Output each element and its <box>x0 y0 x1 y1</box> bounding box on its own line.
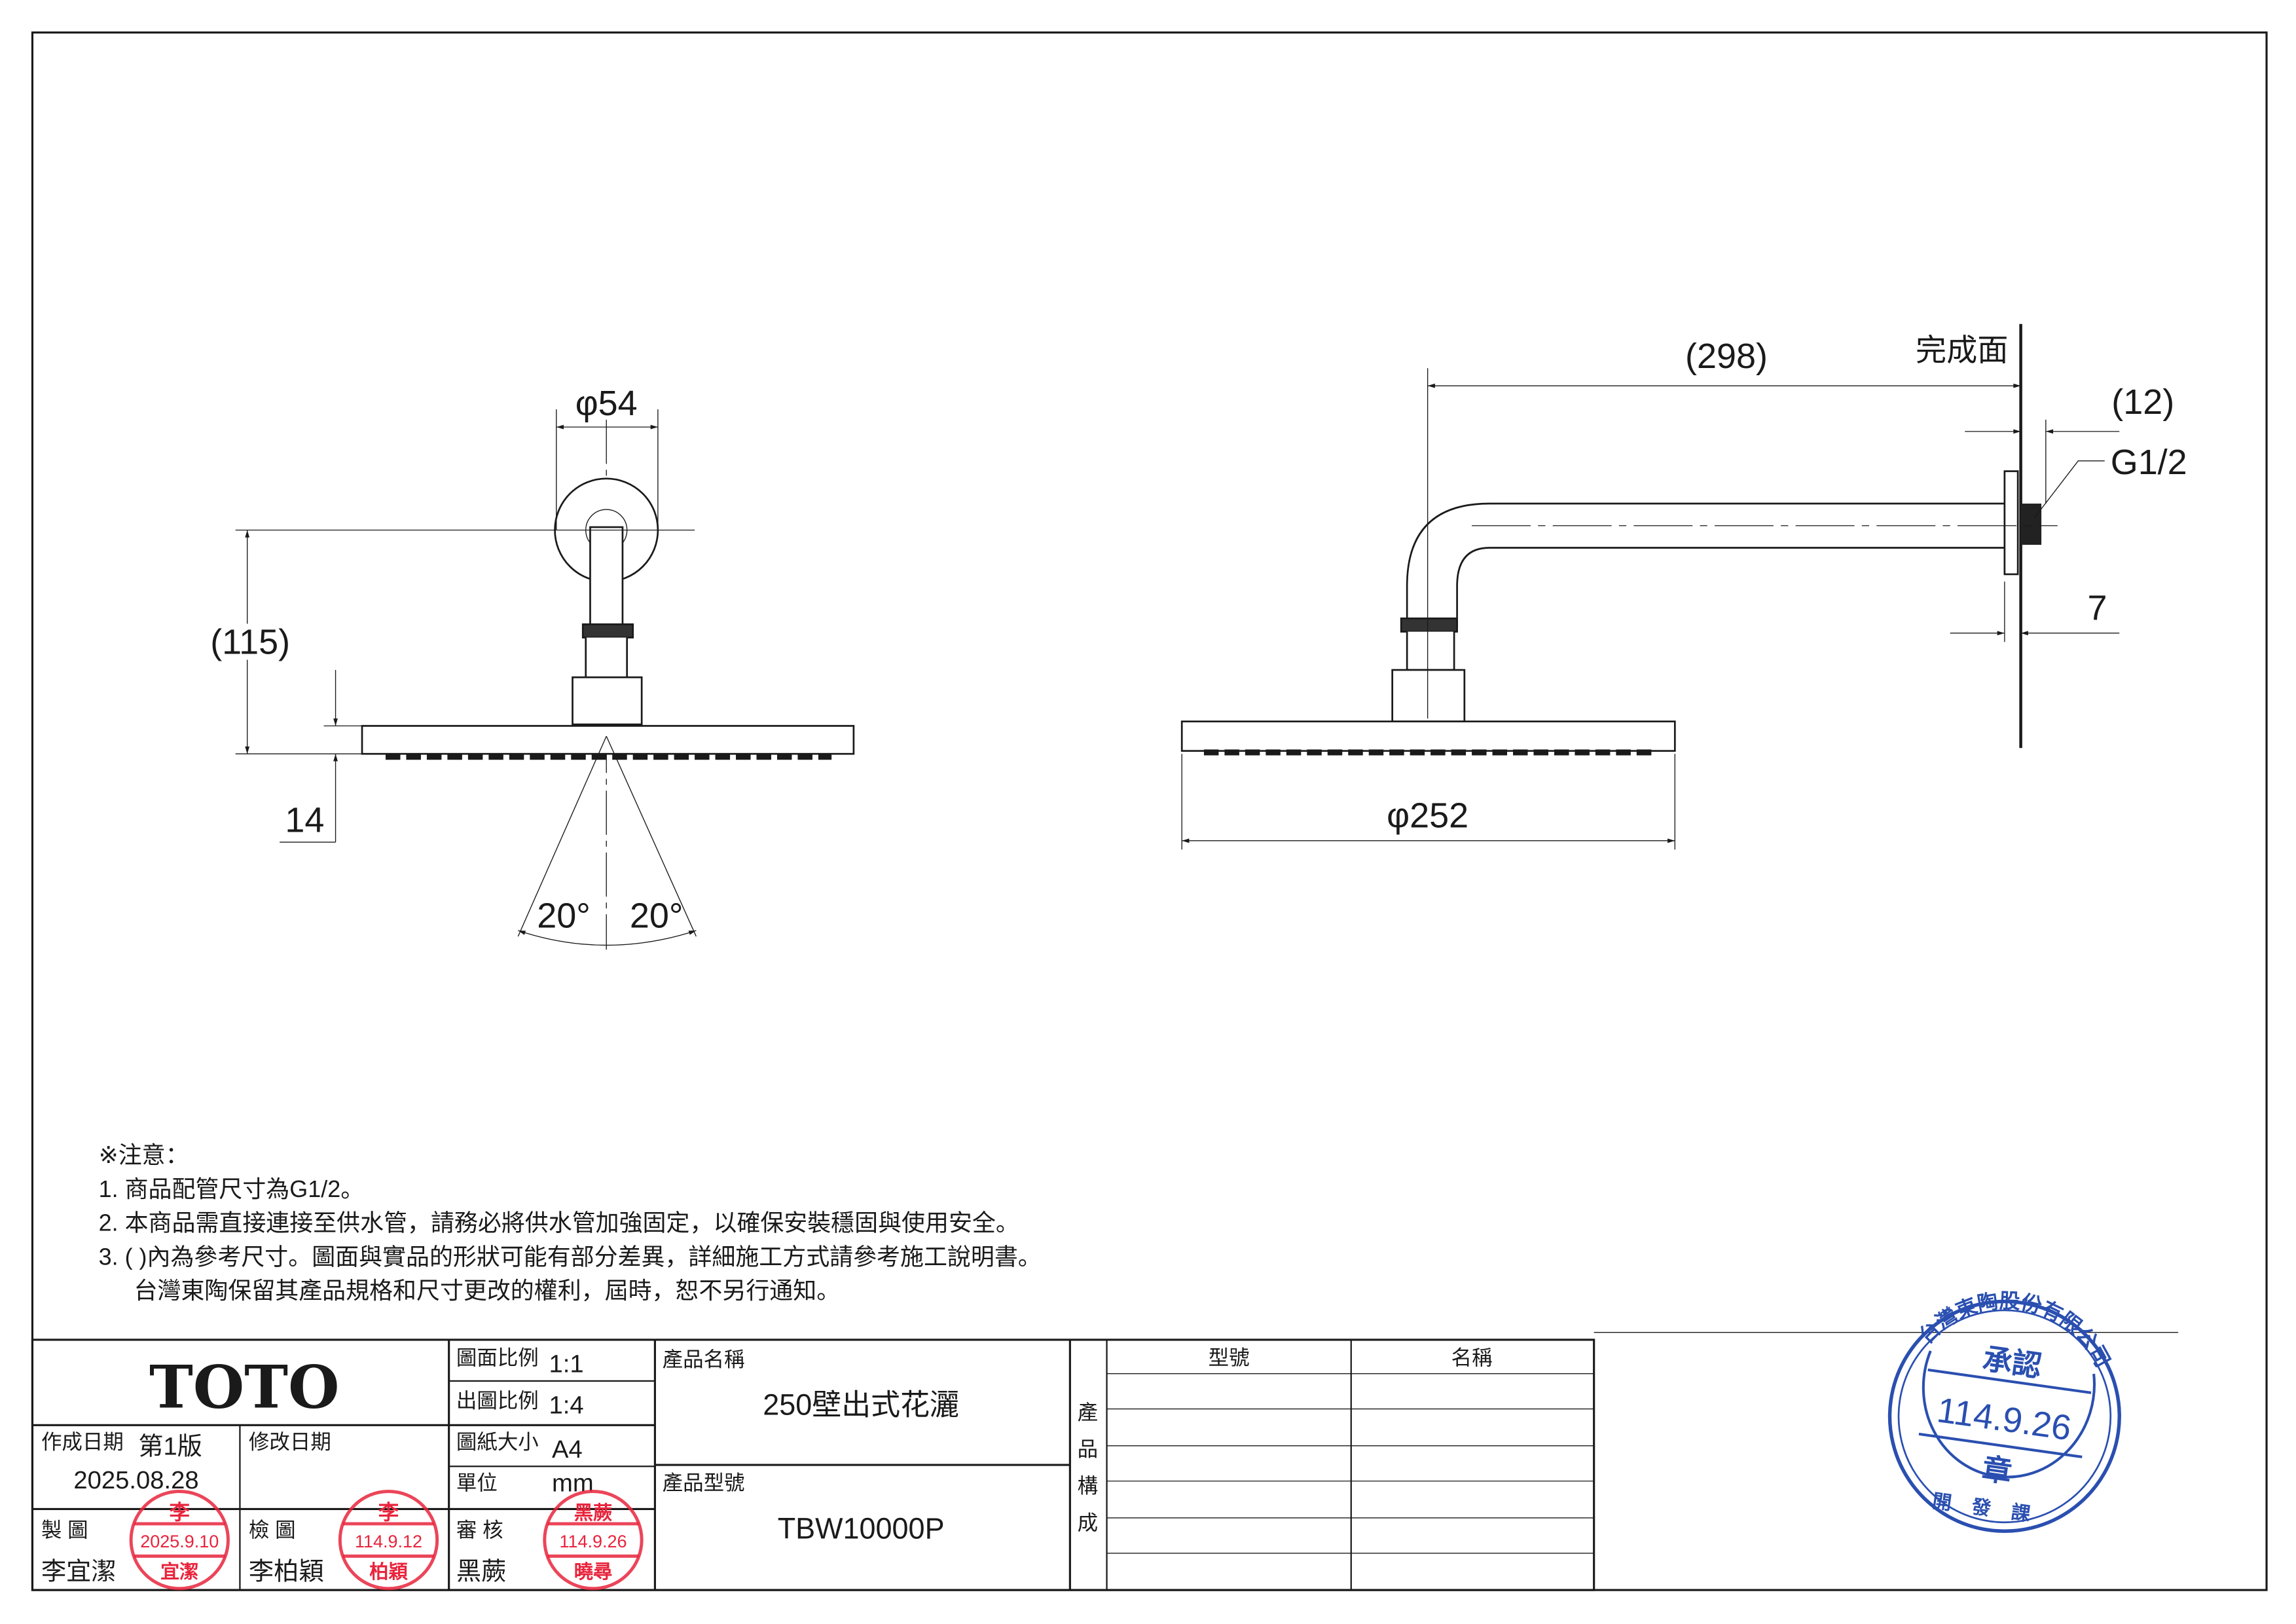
stamp-reviewed-date: 114.9.26 <box>559 1532 627 1551</box>
checked-by: 李柏穎 <box>249 1557 324 1585</box>
note-1: 1. 商品配管尺寸為G1/2。 <box>99 1175 365 1202</box>
stamp-drawn-name: 宜潔 <box>160 1560 198 1583</box>
paper-size-label: 圖紙大小 <box>456 1430 539 1453</box>
flange <box>2003 470 2019 576</box>
dim-front-height: (115) <box>210 622 290 661</box>
version: 第1版 <box>138 1432 202 1460</box>
print-scale-label: 出圖比例 <box>456 1389 539 1412</box>
note-rights: 台灣東陶保留其產品規格和尺寸更改的權利，屆時，恕不另行通知。 <box>134 1277 841 1304</box>
sheet-border <box>31 31 2268 1591</box>
stamp-drawn-surname: 李 <box>170 1501 191 1524</box>
notes: ※注意： 1. 商品配管尺寸為G1/2。 2. 本商品需直接連接至供水管，請務必… <box>99 1141 1042 1304</box>
stamp-approval-footer: 開發課 <box>1931 1490 2052 1528</box>
finish-surface-label: 完成面 <box>1916 333 2009 368</box>
product-name: 250壁出式花灑 <box>763 1388 959 1422</box>
stamp-checked-surname: 李 <box>378 1501 399 1524</box>
dim-flange-offset: 7 <box>2088 589 2107 628</box>
notes-title: ※注意： <box>99 1141 189 1168</box>
stamp-checked: 李 114.9.12 柏穎 <box>338 1490 439 1591</box>
stamp-approval-top: 承認 <box>1980 1342 2043 1383</box>
paper-size: A4 <box>552 1435 583 1464</box>
composition-label-3: 構 <box>1078 1475 1098 1498</box>
unit-label: 單位 <box>456 1471 498 1494</box>
stamp-checked-date: 114.9.12 <box>355 1532 422 1551</box>
created-date-label: 作成日期 <box>41 1430 124 1453</box>
stamp-reviewed-surname: 黑蕨 <box>574 1502 612 1524</box>
dim-head-thickness: 14 <box>285 800 324 840</box>
dim-spray-angle-right: 20° <box>630 896 683 935</box>
dim-arm-length: (298) <box>1685 337 1768 376</box>
shower-head-plate-side <box>1180 720 1676 752</box>
dim-escutcheon-dia: φ54 <box>575 384 638 423</box>
product-model: TBW10000P <box>778 1511 945 1545</box>
reviewed-by: 黑蕨 <box>456 1557 506 1585</box>
connector <box>572 676 643 726</box>
shower-arm <box>589 526 624 627</box>
front-view: φ54 (115) 14 20° 20° <box>204 384 855 950</box>
dim-thread-length: (12) <box>2111 382 2174 422</box>
created-date: 2025.08.28 <box>73 1466 198 1494</box>
composition-label-4: 成 <box>1078 1511 1098 1534</box>
toto-logo: TOTO <box>149 1353 339 1422</box>
dim-thread-size: G1/2 <box>2111 443 2187 482</box>
drawing-scale: 1:1 <box>549 1350 584 1378</box>
stamp-approval: 台灣東陶股份有限公司 承認 114.9.26 章 開發課 <box>1887 1276 2123 1533</box>
composition-header-model: 型號 <box>1209 1346 1250 1369</box>
revised-date-label: 修改日期 <box>249 1430 331 1453</box>
drawn-label: 製 圖 <box>41 1519 88 1541</box>
stamp-reviewed-name: 曉尋 <box>574 1561 612 1583</box>
note-3: 3. ( )內為參考尺寸。圖面與實品的形狀可能有部分差異，詳細施工方式請參考施工… <box>99 1243 1042 1270</box>
title-block: TOTO 圖面比例 1:1 出圖比例 1:4 圖紙大小 A4 單位 mm 作成日… <box>31 1338 1595 1591</box>
product-model-label: 產品型號 <box>663 1471 745 1494</box>
stamp-drawn-date: 2025.9.10 <box>140 1532 219 1551</box>
checked-label: 檢 圖 <box>249 1519 296 1541</box>
ball-joint-nut <box>581 623 634 638</box>
stamp-approval-bottom: 章 <box>1980 1452 2014 1489</box>
print-scale: 1:4 <box>549 1391 584 1419</box>
composition-header-name: 名稱 <box>1451 1346 1493 1369</box>
composition-label-1: 產 <box>1078 1401 1098 1424</box>
shower-arm-side <box>1406 502 2006 627</box>
drawn-by: 李宜潔 <box>41 1557 117 1585</box>
dim-spray-angle-left: 20° <box>537 896 591 935</box>
product-name-label: 產品名稱 <box>663 1348 745 1371</box>
drawing-scale-label: 圖面比例 <box>456 1346 539 1369</box>
stamp-drawn: 李 2025.9.10 宜潔 <box>129 1490 230 1591</box>
side-view: (298) 完成面 (12) G1/2 7 φ252 <box>1180 323 2187 850</box>
stamp-checked-name: 柏穎 <box>369 1561 408 1583</box>
reviewed-label: 審 核 <box>456 1519 503 1541</box>
note-2: 2. 本商品需直接連接至供水管，請務必將供水管加強固定，以確保安裝穩固與使用安全… <box>99 1209 1019 1236</box>
composition-label-2: 品 <box>1078 1438 1098 1461</box>
dim-head-dia: φ252 <box>1387 796 1468 836</box>
stamp-reviewed: 黑蕨 114.9.26 曉尋 <box>543 1490 644 1591</box>
thread-stub <box>2020 504 2042 545</box>
